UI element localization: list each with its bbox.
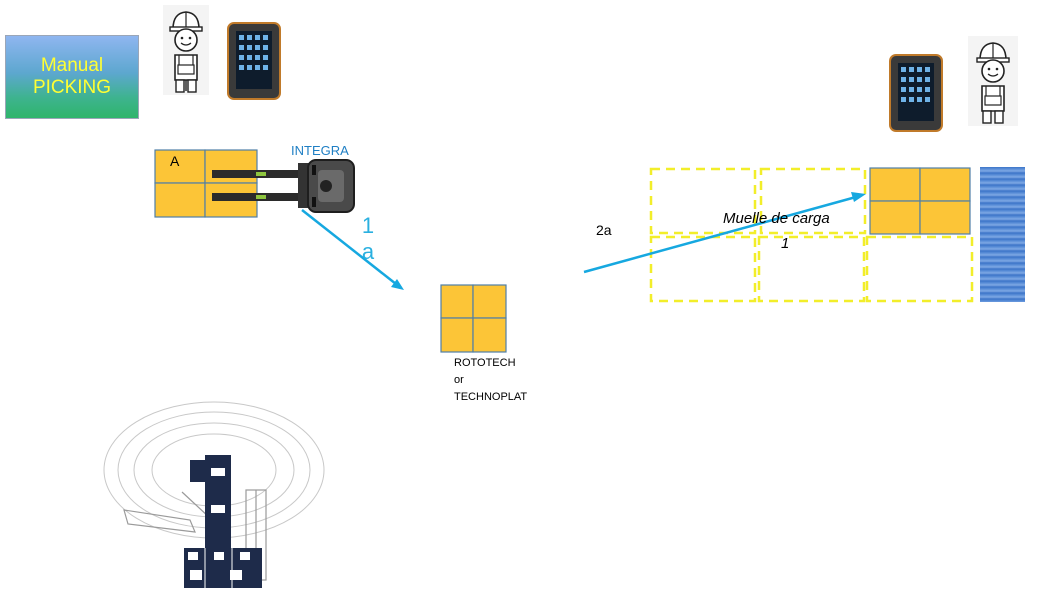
- machine-label-line: TECHNOPLAT: [454, 391, 528, 403]
- worker-icon: [163, 5, 209, 95]
- arrow-1a: [301, 209, 404, 290]
- pallet-a-label: A: [170, 153, 180, 169]
- forklift-icon: [212, 159, 355, 213]
- dock-pallet: [869, 167, 971, 235]
- manual-label: Manual: [40, 55, 104, 76]
- machine-label-line: or: [454, 374, 464, 386]
- machine-label-line: ROTOTECH: [454, 357, 516, 369]
- manual-picking-box: Manual PICKING: [5, 35, 139, 119]
- robot-icon: [103, 401, 325, 588]
- worker-icon: [968, 36, 1018, 126]
- loading-dock-grid: [649, 167, 974, 303]
- arrow-1a-letter: a: [361, 239, 375, 264]
- tablet-icon: [889, 54, 943, 132]
- arrow-1a-label: 1 a: [360, 213, 376, 265]
- loading-dock-number: 1: [781, 235, 790, 252]
- picking-label: PICKING: [32, 77, 112, 98]
- rototech-pallet: [440, 284, 507, 353]
- arrow-2a-label: 2a: [596, 222, 612, 238]
- arrow-1a-number: 1: [361, 213, 375, 238]
- tablet-icon: [227, 22, 281, 100]
- dock-door-strip: [980, 167, 1025, 302]
- integra-label: INTEGRA: [291, 143, 349, 158]
- machine-label: ROTOTECH or TECHNOPLAT: [454, 355, 527, 406]
- arrow-2a: [583, 192, 866, 274]
- loading-dock-label: Muelle de carga: [723, 210, 830, 227]
